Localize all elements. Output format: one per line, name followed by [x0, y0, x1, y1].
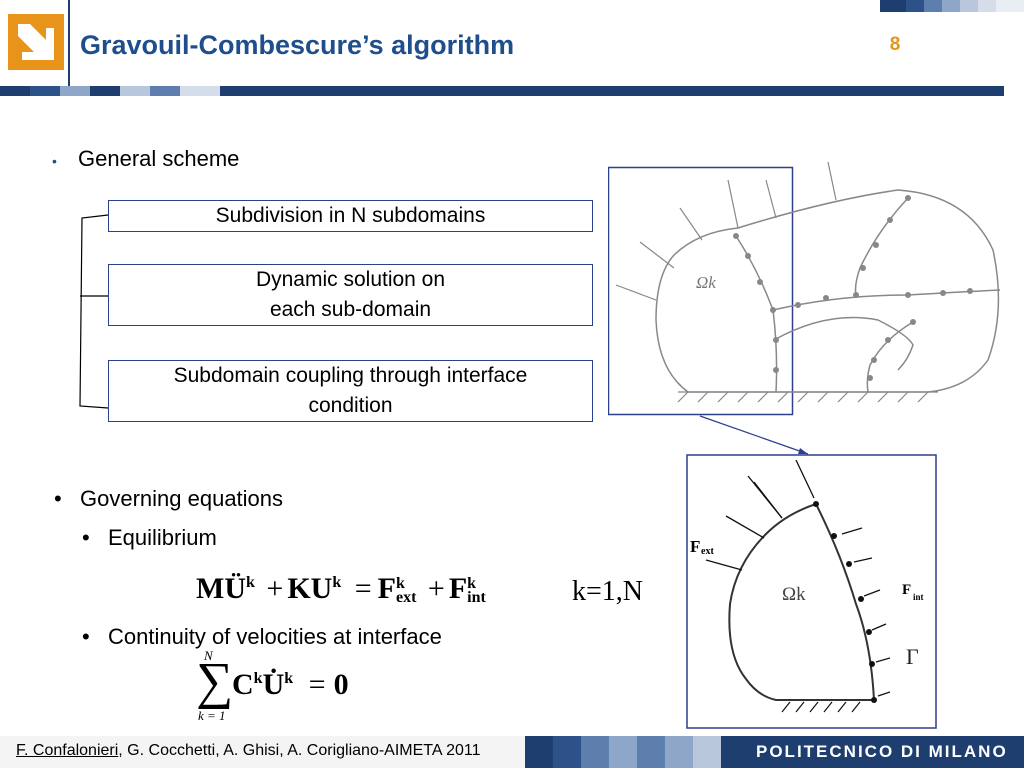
omega-k-label-top: Ωk: [696, 273, 716, 292]
scheme-box-coupling-line2: condition: [308, 394, 393, 417]
eq-velocity: U̇: [262, 668, 285, 701]
scheme-box-dynamic-solution: Dynamic solution on each sub-domain: [108, 264, 593, 326]
eq-k-superscript-3: k: [395, 575, 405, 593]
eq-stiffness-term: KU: [287, 572, 333, 605]
scheme-box-subdivision: Subdivision in N subdomains: [108, 200, 593, 232]
eq-range: k=1,N: [572, 576, 644, 607]
eq-mass-matrix: M: [196, 572, 225, 605]
footer-authors: F. Confalonieri, G. Cocchetti, A. Ghisi,…: [16, 742, 481, 760]
summation-symbol: ∑: [196, 653, 234, 710]
polimi-logo-icon: [8, 14, 64, 70]
f-ext-subscript: ext: [701, 546, 714, 557]
eq-plus-1: +: [266, 572, 284, 605]
continuity-equation: CkU̇k =0: [232, 668, 349, 702]
eq-equals-2: =: [308, 668, 326, 701]
bullet-continuity-text: Continuity of velocities at interface: [108, 624, 442, 649]
ground-hatch: [677, 391, 938, 403]
footer-first-author-link[interactable]: F. Confalonieri: [16, 742, 119, 759]
ext-force-arrows: [705, 459, 815, 571]
scheme-bracket: [79, 214, 109, 409]
eq-force-int: F: [448, 572, 468, 605]
zoom-frame: [608, 166, 794, 416]
bullet-equilibrium-text: Equilibrium: [108, 525, 217, 550]
eq-equals-1: =: [354, 572, 372, 605]
scheme-box-dynamic-line1: Dynamic solution on: [255, 268, 446, 291]
page-title: Gravouil-Combescure’s algorithm: [80, 30, 515, 60]
eq-ext-subscript: ext: [395, 589, 417, 607]
subdomain-ground-hatch: [781, 701, 861, 713]
bullet-governing-equations-text: Governing equations: [80, 486, 284, 511]
omega-k-label-zoom: Ωk: [782, 584, 806, 605]
interface-line-1: [735, 235, 778, 393]
f-int-label: F: [902, 582, 911, 598]
interface-line-4: [773, 316, 914, 371]
external-load-arrows: [615, 161, 837, 301]
bullet-equilibrium: •Equilibrium: [82, 525, 217, 550]
zoom-connector: [699, 415, 809, 455]
eq-zero: 0: [333, 668, 349, 701]
eq-plus-2: +: [427, 572, 445, 605]
interface-line-3: [854, 197, 909, 296]
f-int-subscript: int: [913, 592, 924, 602]
eq-c-matrix: C: [232, 668, 254, 701]
bullet-general-scheme-text: General scheme: [78, 146, 240, 171]
header-divider: [68, 0, 70, 86]
eq-u-k-superscript: k: [284, 670, 294, 687]
domain-subdivision-diagram: Ωk: [608, 161, 1001, 416]
footer-left-panel: [0, 736, 525, 768]
interface-line-5: [866, 321, 914, 393]
int-force-arrows: [841, 527, 891, 697]
scheme-box-subdivision-text: Subdivision in N subdomains: [215, 204, 486, 227]
sum-lower-limit: k = 1: [198, 708, 226, 723]
scheme-box-dynamic-line2: each sub-domain: [269, 298, 432, 321]
bullet-general-scheme: •General scheme: [52, 146, 240, 171]
subdomain-outer-boundary: [728, 503, 874, 701]
eq-force-ext: F: [377, 572, 396, 605]
eq-k-superscript-2: k: [332, 574, 342, 591]
eq-k-superscript-4: k: [467, 575, 477, 593]
interface-line-2: [772, 289, 1001, 311]
subdomain-zoom-diagram: F ext F int Ωk Γ: [686, 454, 937, 729]
eq-acceleration: Ü: [224, 572, 246, 605]
footer-band: [525, 736, 1024, 768]
scheme-box-coupling: Subdomain coupling through interface con…: [108, 360, 593, 422]
interface-nodes: [733, 195, 973, 381]
institution-name: POLITECNICO DI MILANO: [756, 742, 1008, 761]
scheme-box-coupling-line1: Subdomain coupling through interface: [173, 364, 528, 387]
subdomain-interface-nodes: [813, 501, 877, 703]
header-top-strip: [880, 0, 1024, 12]
page-number: 8: [889, 34, 901, 55]
bullet-governing-equations: •Governing equations: [54, 486, 284, 511]
sum-upper-limit: N: [204, 648, 213, 663]
eq-c-k-superscript: k: [253, 670, 263, 687]
eq-k-superscript-1: k: [246, 574, 255, 591]
gamma-label: Γ: [906, 644, 919, 669]
domain-boundary: [655, 189, 1000, 393]
eq-int-subscript: int: [467, 589, 486, 607]
bullet-continuity: •Continuity of velocities at interface: [82, 624, 442, 649]
f-ext-label: F: [690, 537, 700, 556]
header-band: [0, 86, 1024, 96]
subdomain-frame: [686, 454, 937, 729]
footer-other-authors: , G. Cocchetti, A. Ghisi, A. Corigliano-…: [118, 742, 481, 759]
